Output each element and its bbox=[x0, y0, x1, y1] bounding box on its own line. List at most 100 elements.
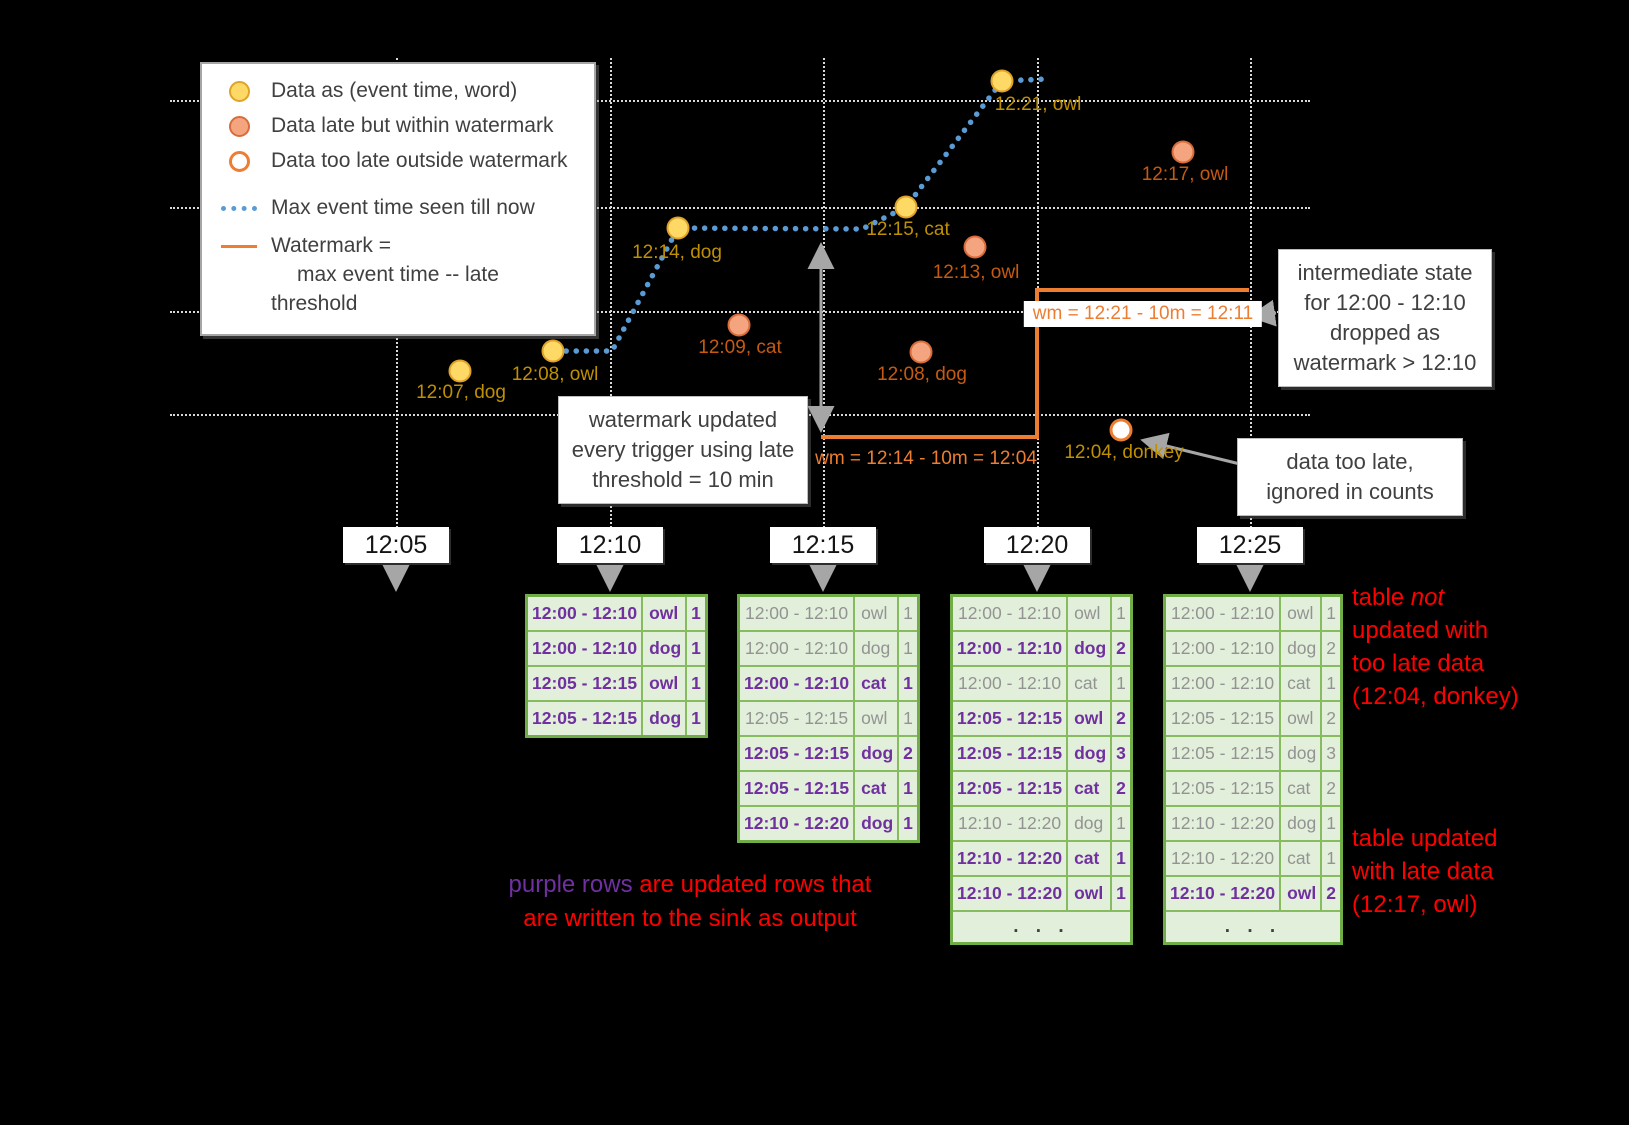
cell-count: 2 bbox=[1110, 700, 1133, 737]
gridline-vertical-12-20 bbox=[1037, 58, 1039, 528]
cell-word: dog bbox=[1066, 805, 1113, 842]
cell-window: 12:00 - 12:10 bbox=[950, 665, 1069, 702]
cell-word: owl bbox=[1066, 875, 1113, 912]
not-updated-pre: table bbox=[1352, 584, 1411, 611]
cell-window: 12:05 - 12:15 bbox=[525, 700, 644, 738]
legend-item-max-line: Max event time seen till now bbox=[220, 196, 576, 220]
time-label-12-25: 12:25 bbox=[1197, 527, 1303, 563]
cell-window: 12:00 - 12:10 bbox=[525, 630, 644, 667]
gridline-vertical-12-25 bbox=[1250, 58, 1252, 528]
data-point-ontime bbox=[990, 69, 1014, 93]
cell-word: cat bbox=[853, 770, 900, 807]
legend-item-toolate: Data too late outside watermark bbox=[220, 149, 576, 173]
table-row-ellipsis: . . . bbox=[1163, 910, 1343, 945]
cell-word: cat bbox=[853, 665, 900, 702]
cell-count: 1 bbox=[685, 594, 708, 632]
legend-item-late: Data late but within watermark bbox=[220, 114, 576, 138]
cell-window: 12:05 - 12:15 bbox=[950, 735, 1069, 772]
purple-rows-rest: are updated rows that bbox=[632, 871, 872, 898]
cell-window: 12:00 - 12:10 bbox=[950, 630, 1069, 667]
data-point-label: 12:14, dog bbox=[632, 242, 722, 263]
cell-count: 2 bbox=[1320, 630, 1343, 667]
cell-count: 1 bbox=[1320, 805, 1343, 842]
cell-word: dog bbox=[1279, 735, 1323, 772]
cell-window: 12:00 - 12:10 bbox=[737, 630, 856, 667]
data-point-ontime bbox=[448, 359, 472, 383]
note-purple-rows-line2: are written to the sink as output bbox=[523, 905, 857, 932]
legend-item-watermark-line: Watermark = max event time -- late thres… bbox=[220, 231, 576, 318]
cell-word: cat bbox=[1066, 840, 1113, 877]
cell-word: dog bbox=[853, 630, 900, 667]
cell-window: 12:00 - 12:10 bbox=[525, 594, 644, 632]
max-event-line-icon bbox=[220, 205, 258, 211]
data-point-late bbox=[1171, 140, 1195, 164]
cell-count: 1 bbox=[1110, 805, 1133, 842]
cell-word: dog bbox=[1066, 630, 1113, 667]
cell-word: dog bbox=[853, 735, 900, 772]
data-point-label: 12:07, dog bbox=[416, 382, 506, 403]
cell-word: owl bbox=[641, 594, 688, 632]
cell-count: 1 bbox=[1110, 875, 1133, 912]
note-table-updated: table updated with late data (12:17, owl… bbox=[1352, 825, 1498, 918]
cell-count: 1 bbox=[897, 770, 920, 807]
cell-word: owl bbox=[1279, 700, 1323, 737]
cell-count: 1 bbox=[897, 665, 920, 702]
cell-word: cat bbox=[1279, 770, 1323, 807]
cell-window: 12:10 - 12:20 bbox=[950, 875, 1069, 912]
legend-label-toolate: Data too late outside watermark bbox=[271, 149, 568, 172]
not-updated-post: updated with too late data (12:04, donke… bbox=[1352, 617, 1519, 710]
data-point-label: 12:08, dog bbox=[877, 364, 967, 385]
cell-count: 1 bbox=[1110, 840, 1133, 877]
cell-word: cat bbox=[1279, 665, 1323, 702]
ellipsis-cell: . . . bbox=[950, 910, 1133, 945]
cell-count: 1 bbox=[1110, 594, 1133, 632]
late-point-icon bbox=[220, 115, 258, 137]
data-point-label: 12:09, cat bbox=[698, 337, 782, 358]
cell-window: 12:05 - 12:15 bbox=[1163, 770, 1282, 807]
cell-word: dog bbox=[853, 805, 900, 843]
cell-count: 2 bbox=[1320, 700, 1343, 737]
ellipsis-cell: . . . bbox=[1163, 910, 1343, 945]
cell-count: 1 bbox=[1320, 594, 1343, 632]
cell-word: cat bbox=[1066, 770, 1113, 807]
cell-count: 2 bbox=[1110, 770, 1133, 807]
data-point-ontime bbox=[894, 195, 918, 219]
toolate-point-icon bbox=[220, 150, 258, 172]
cell-window: 12:00 - 12:10 bbox=[737, 594, 856, 632]
cell-word: owl bbox=[853, 594, 900, 632]
cell-window: 12:10 - 12:20 bbox=[950, 840, 1069, 877]
data-point-ontime bbox=[541, 339, 565, 363]
cell-window: 12:10 - 12:20 bbox=[1163, 840, 1282, 877]
cell-window: 12:10 - 12:20 bbox=[1163, 805, 1282, 842]
cell-word: dog bbox=[1066, 735, 1113, 772]
legend-label-watermark: Watermark = max event time -- late thres… bbox=[271, 231, 576, 318]
data-point-label: 12:08, owl bbox=[511, 364, 599, 385]
time-label-12-20: 12:20 bbox=[984, 527, 1090, 563]
cell-count: 1 bbox=[1320, 840, 1343, 877]
note-purple-rows: purple rows are updated rows that are wr… bbox=[440, 868, 940, 936]
cell-window: 12:10 - 12:20 bbox=[950, 805, 1069, 842]
cell-window: 12:05 - 12:15 bbox=[1163, 735, 1282, 772]
data-point-late bbox=[727, 313, 751, 337]
cell-word: dog bbox=[641, 700, 688, 738]
time-label-12-15: 12:15 bbox=[770, 527, 876, 563]
legend-label-ontime: Data as (event time, word) bbox=[271, 79, 518, 102]
